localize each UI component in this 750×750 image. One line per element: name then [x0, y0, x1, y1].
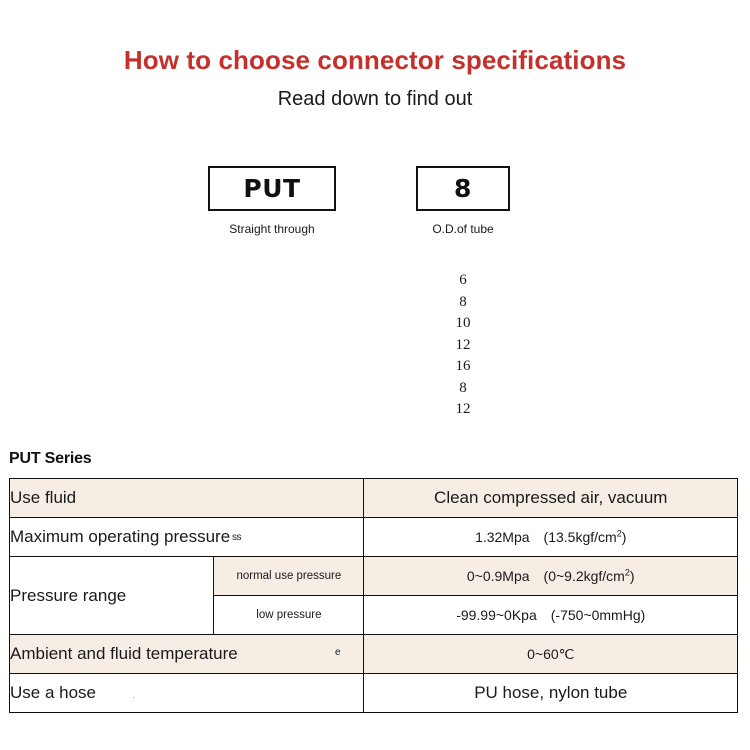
od-option-item[interactable]: 10 — [455, 315, 471, 331]
spec-row-value: 0~60℃ — [363, 634, 738, 674]
series-code-caption: Straight through — [229, 222, 315, 236]
spec-table-row: Use a hose.PU hose, nylon tube — [8, 673, 738, 713]
page-headline: How to choose connector specifications — [123, 45, 627, 75]
spec-row-label: Use a hose. — [8, 673, 365, 713]
spec-row-value: 1.32Mpa (13.5kgf/cm2) — [363, 517, 738, 557]
od-option-item[interactable]: 12 — [455, 336, 471, 353]
od-option-list: 6 8 10 12 16 8 12 — [416, 270, 510, 421]
spec-row-value: PU hose, nylon tube — [363, 673, 738, 713]
spec-row-value: -99.99~0Kpa (-750~0mmHg) — [363, 595, 738, 635]
spec-row-label: Pressure range — [8, 556, 215, 635]
od-code-box: 8 — [416, 166, 510, 211]
series-code-value: PUT — [243, 174, 301, 203]
od-option-item[interactable]: 6 — [459, 272, 467, 288]
spec-row-label-text: Ambient and fluid temperature — [10, 644, 238, 663]
page-subheadline: Read down to find out — [277, 88, 473, 110]
od-code-value: 8 — [454, 174, 472, 203]
label-overlay-glyph: . — [132, 690, 135, 701]
od-option-item[interactable]: 8 — [459, 293, 467, 310]
od-option-item[interactable]: 12 — [455, 401, 471, 417]
spec-table-row: Ambient and fluid temperature e 0~60℃ — [8, 634, 738, 674]
od-option-item[interactable]: 16 — [455, 358, 471, 374]
spec-row-label-text: Maximum operating pressure — [10, 527, 231, 546]
spec-row-value: Clean compressed air, vacuum — [363, 478, 738, 518]
spec-row-sublabel: low pressure — [213, 595, 365, 635]
series-code-box: PUT — [208, 166, 336, 211]
spec-table-title: PUT Series — [9, 450, 92, 467]
spec-row-label-text: Use fluid — [10, 488, 77, 507]
spec-row-value: 0~0.9Mpa (0~9.2kgf/cm2) — [363, 556, 738, 596]
spec-table-row: Use fluid Clean compressed air, vacuum — [8, 478, 738, 518]
od-code-caption: O.D.of tube — [432, 222, 494, 236]
spec-row-label: Ambient and fluid temperature e — [8, 634, 365, 674]
spec-row-label: Use fluid — [8, 478, 365, 518]
od-option-item[interactable]: 8 — [459, 379, 467, 396]
spec-row-label-text: Use a hose — [10, 683, 96, 702]
label-overlay-glyph: ss — [232, 532, 242, 543]
spec-row-sublabel: normal use pressure — [213, 556, 365, 596]
label-overlay-glyph: e — [335, 647, 341, 658]
spec-table-row: low pressure-99.99~0Kpa (-750~0mmHg) — [10, 595, 738, 635]
spec-row-label-text: Pressure range — [10, 585, 127, 605]
